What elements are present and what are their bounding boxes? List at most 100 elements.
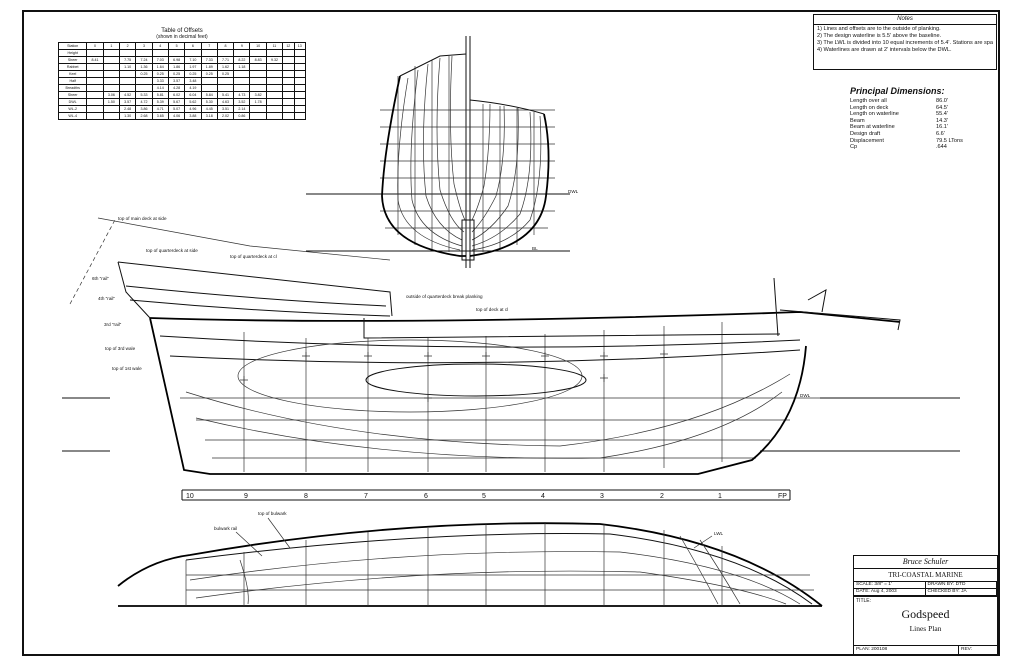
offsets-cell: 3.06 — [102, 91, 120, 99]
offsets-cell: 1.10 — [118, 63, 137, 71]
principal-dimensions: Principal Dimensions: Length over all 86.… — [850, 86, 970, 151]
offsets-cell — [102, 49, 120, 57]
vessel-name: Godspeed — [901, 607, 950, 621]
profile-grid — [180, 322, 820, 472]
offsets-cell: 0.86 — [233, 112, 251, 120]
offsets-cell — [118, 84, 137, 92]
station-label-1: 1 — [718, 493, 722, 500]
offsets-cell: 6.04 — [184, 91, 202, 99]
offsets-cell — [293, 70, 307, 78]
offsets-cell — [282, 70, 295, 78]
profile-marks — [240, 350, 668, 402]
dimension-value: 6.6' — [936, 130, 945, 137]
offsets-cell: 5.30 — [200, 98, 218, 106]
half-breadth-sheer — [117, 522, 823, 607]
offsets-cell: 8.83 — [249, 56, 267, 64]
offsets-cell — [118, 70, 137, 78]
offsets-cell — [233, 77, 251, 85]
note-1: 1) Lines and offsets are to the outside … — [817, 26, 941, 32]
offsets-cell: 7.71 — [216, 56, 235, 64]
half-breadth-grid — [185, 522, 814, 606]
profile-buttock-1 — [185, 373, 791, 447]
dimension-value: .644 — [936, 144, 947, 151]
offsets-cell: 7.33 — [200, 56, 218, 64]
station-label-5: 5 — [482, 493, 486, 500]
offsets-cell — [86, 91, 104, 99]
offsets-cell: 3 — [135, 42, 153, 50]
dimension-value: 55.4' — [936, 111, 948, 118]
offsets-cell: 0.25 — [167, 70, 186, 78]
offsets-cell: 4.73 — [233, 91, 251, 99]
offsets-cell: 3.51 — [216, 105, 235, 113]
sheet-border — [22, 10, 1000, 656]
offsets-cell — [86, 70, 104, 78]
offsets-cell: 7.10 — [184, 56, 202, 64]
offsets-cell: 7 — [200, 42, 218, 50]
offsets-cell: WL-2 — [57, 105, 88, 113]
station-label-7: 7 — [364, 493, 368, 500]
notes-box: Notes 1) Lines and offsets are to the ou… — [813, 14, 997, 70]
offsets-cell: 4.06 — [167, 112, 186, 120]
offsets-cell — [135, 77, 153, 85]
station-label-4: 4 — [541, 493, 545, 500]
offsets-cell: DWL — [57, 98, 88, 106]
offsets-cell — [249, 105, 267, 113]
offsets-cell — [265, 112, 284, 120]
offsets-cell: 4.45 — [200, 105, 218, 113]
offsets-cell — [118, 77, 137, 85]
offsets-cell: 5.81 — [151, 91, 169, 99]
dimension-label: Length over all — [850, 98, 887, 104]
offsets-row: Height — [57, 49, 307, 57]
offsets-cell: 1.18 — [233, 63, 251, 71]
note-4: 4) Waterlines are drawn at 2' intervals … — [817, 47, 952, 53]
offsets-cell — [293, 105, 307, 113]
offsets-cell: Sheer — [57, 56, 88, 64]
offsets-cell — [151, 49, 169, 57]
label-deck-cl: top of deck at cl — [476, 307, 508, 312]
body-plan-grid — [380, 56, 555, 252]
profile-rail-2 — [129, 299, 391, 317]
offsets-cell — [86, 77, 104, 85]
offsets-cell — [135, 84, 153, 92]
dimension-value: 14.3' — [936, 117, 948, 124]
offsets-cell — [233, 49, 251, 57]
offsets-cell — [249, 77, 267, 85]
dimensions-title: Principal Dimensions: — [850, 86, 945, 96]
title-block-info: SCALE: 3/8" = 1' DRAWN BY: DTD DATE: Aug… — [854, 582, 997, 597]
offsets-cell: 3.52 — [233, 98, 251, 106]
offsets-cell: 2.02 — [216, 112, 235, 120]
offsets-cell: 8.22 — [233, 56, 251, 64]
title-block: Bruce Schuler TRI-COASTAL MARINE SCALE: … — [853, 555, 998, 655]
offsets-cell: 11 — [265, 42, 284, 50]
profile-diagonal-inner — [365, 363, 587, 397]
offsets-cell: 7.03 — [151, 56, 169, 64]
offsets-cell: 9 — [233, 42, 251, 50]
label-outside-bulwark: outside of quarterdeck break planking — [406, 294, 483, 299]
offsets-cell — [265, 77, 284, 85]
profile-figurehead — [807, 289, 827, 313]
offsets-cell: 5.67 — [167, 98, 186, 106]
half-breadth-wl-1 — [189, 551, 801, 605]
offsets-cell: 3.65 — [151, 112, 169, 120]
offsets-cell: Height — [57, 49, 88, 57]
offsets-cell: 3.88 — [184, 112, 202, 120]
offsets-cell — [293, 49, 307, 57]
label-top-of-bulwark: top of bulwark — [258, 511, 287, 516]
dimension-value: 86.0' — [936, 98, 948, 104]
offsets-cell — [86, 112, 104, 120]
title-block-footer: PLAN: 200108 REV: — [854, 645, 997, 654]
label-quarterdeck-cl: top of quarterdeck at cl — [230, 254, 277, 259]
body-plan-sheer-fwd — [469, 99, 545, 115]
drawn-by-cell: DRAWN BY: DTD — [925, 582, 997, 589]
dimension-label: Length on waterline — [850, 111, 899, 118]
offsets-cell: 5.39 — [151, 98, 169, 106]
offsets-cell: 1.62 — [216, 63, 235, 71]
offsets-cell: 1.97 — [184, 63, 202, 71]
offsets-cell — [282, 56, 295, 64]
